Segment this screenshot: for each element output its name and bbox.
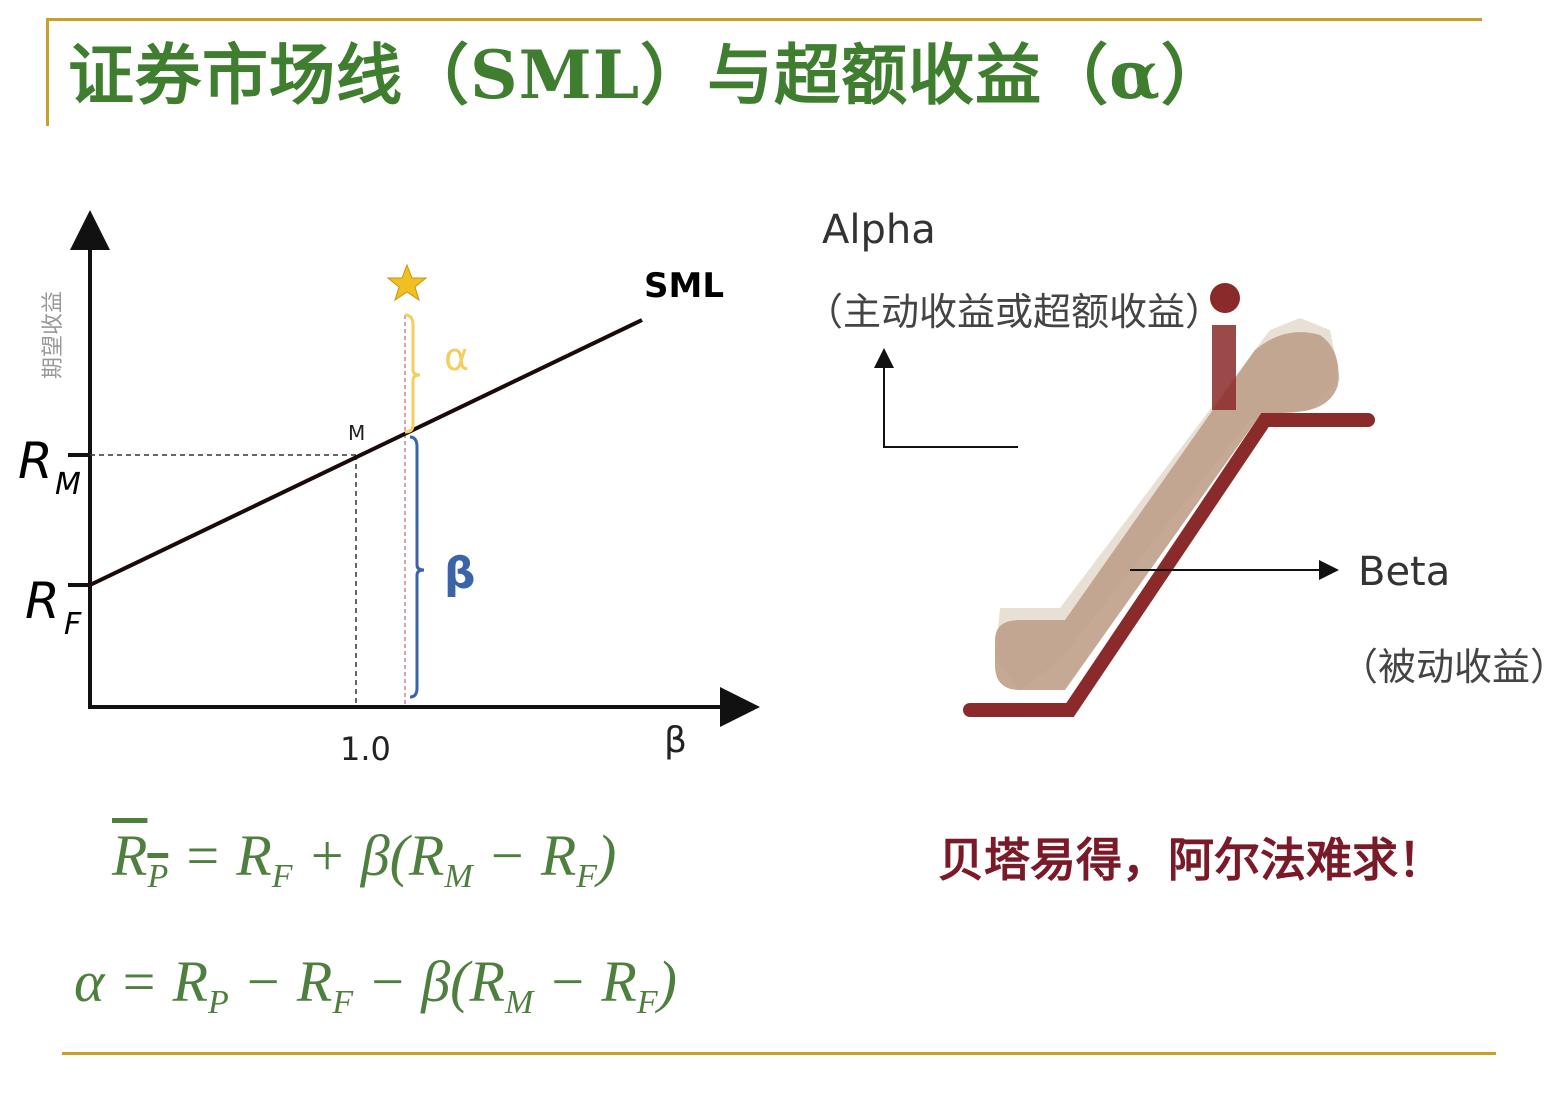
x-axis-label: β — [664, 720, 687, 761]
alpha-label: α — [444, 335, 469, 379]
bottom-rule — [62, 1052, 1496, 1055]
x-tick-label: 1.0 — [340, 730, 391, 768]
alpha-subtitle: （主动收益或超额收益） — [805, 290, 1223, 334]
escalator-rail — [963, 413, 1375, 717]
beta-label: β — [444, 548, 476, 599]
rf-label: R — [25, 572, 60, 630]
market-point-label: M — [348, 421, 365, 445]
alpha-arrow — [874, 348, 1018, 448]
slogan: 贝塔易得，阿尔法难求！ — [938, 833, 1444, 887]
alpha-title: Alpha — [822, 207, 936, 253]
beta-subtitle: （被动收益） — [1340, 645, 1546, 689]
rm-label: R — [18, 432, 53, 490]
beta-brace — [409, 435, 425, 699]
y-axis-label: 期望收益 — [41, 291, 66, 379]
page-title: 证券市场线（SML）与超额收益（α） — [68, 36, 1228, 114]
star-icon — [386, 263, 428, 302]
sml-label: SML — [644, 266, 724, 306]
sml-line — [89, 318, 643, 587]
formula-alpha: α = RP − RF − β(RM − RF) — [74, 949, 677, 1021]
title-left-bar — [46, 18, 49, 126]
title-top-rule — [46, 18, 1482, 21]
beta-title: Beta — [1358, 549, 1450, 595]
escalator-illustration — [874, 283, 1375, 717]
rf-sub: F — [64, 607, 82, 642]
person-body — [1212, 325, 1236, 410]
person-head — [1210, 283, 1240, 313]
formula-expected-return: RP = RF + β(RM − RF) — [112, 823, 617, 895]
alpha-brace — [404, 313, 421, 434]
rm-sub: M — [55, 467, 81, 502]
